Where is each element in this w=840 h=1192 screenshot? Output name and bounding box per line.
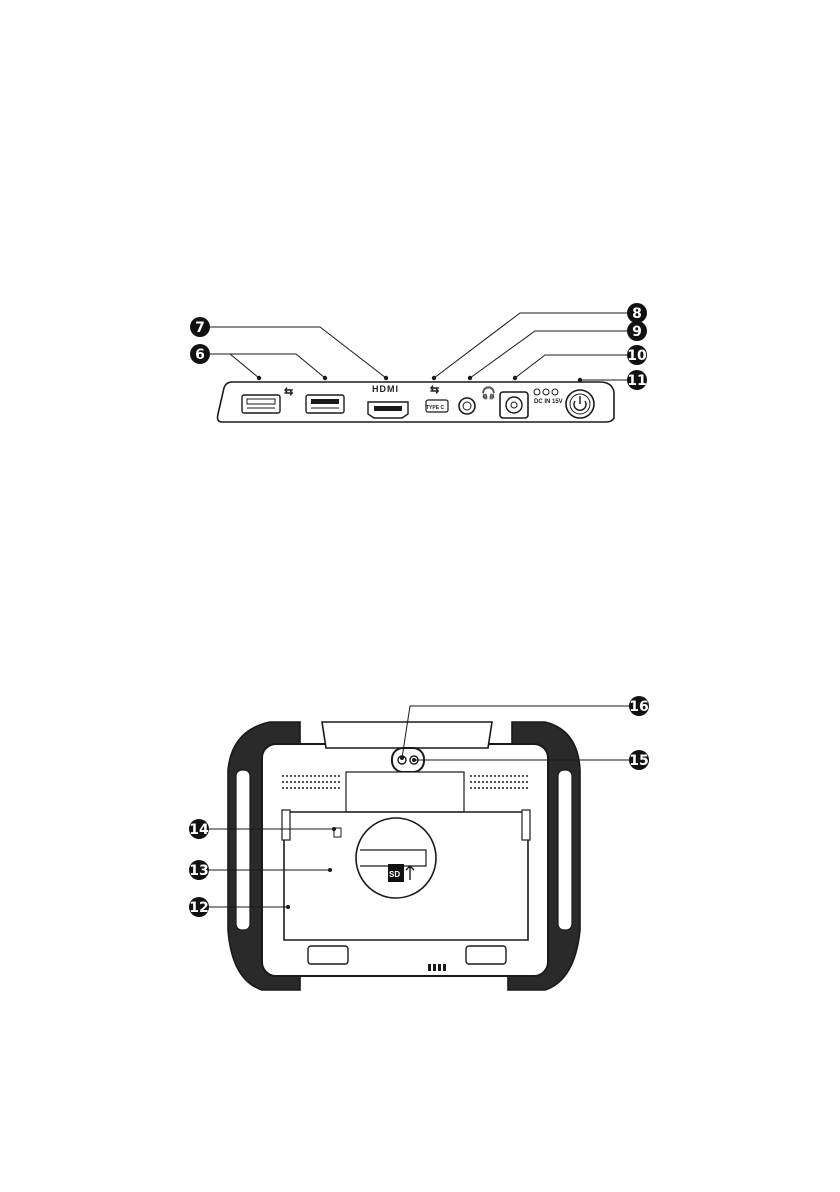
headphone-jack <box>459 398 475 414</box>
usb-icon-2: ⇆ <box>430 384 439 396</box>
svg-text:13: 13 <box>189 863 208 879</box>
svg-text:9: 9 <box>632 324 642 340</box>
svg-text:6: 6 <box>195 347 205 363</box>
svg-text:15: 15 <box>629 753 648 769</box>
bottom-foot-right <box>466 946 506 964</box>
dc-in-port <box>500 392 528 418</box>
callout-15: 15 <box>629 750 649 770</box>
hdmi-port <box>368 402 408 418</box>
callout-8: 8 <box>627 303 647 323</box>
svg-text:16: 16 <box>629 699 648 715</box>
left-grip <box>236 770 250 930</box>
svg-text:11: 11 <box>627 373 646 389</box>
usb-a-port-1 <box>242 395 280 413</box>
callout-12: 12 <box>189 897 209 917</box>
callout-14: 14 <box>189 819 209 839</box>
sd-card-detail: SD <box>356 818 436 898</box>
svg-text:7: 7 <box>195 320 205 336</box>
callout-10: 10 <box>627 345 647 365</box>
callout-11: 11 <box>627 370 647 390</box>
right-grip <box>558 770 572 930</box>
back-panel-diagram: SD 12 13 <box>189 696 649 990</box>
hdmi-label: HDMI <box>372 384 399 394</box>
usb-type-c-label: TYPE C <box>426 405 444 411</box>
svg-text:12: 12 <box>189 900 208 916</box>
svg-text:10: 10 <box>627 348 647 364</box>
usb-a-port-2 <box>306 395 344 413</box>
callout-6: 6 <box>190 344 210 364</box>
headphone-icon: 🎧 <box>481 386 496 400</box>
label-plate <box>346 772 464 812</box>
power-button <box>566 390 594 418</box>
svg-text:14: 14 <box>189 822 209 838</box>
top-ports-diagram: ⇆ HDMI ⇆ TYPE C 🎧 <box>190 303 647 422</box>
top-leader-lines <box>210 313 627 380</box>
callout-16: 16 <box>629 696 649 716</box>
callout-9: 9 <box>627 321 647 341</box>
bottom-foot-left <box>308 946 348 964</box>
callout-7: 7 <box>190 317 210 337</box>
usb-icon-1: ⇆ <box>284 386 293 398</box>
callout-13: 13 <box>189 860 209 880</box>
svg-text:8: 8 <box>632 306 642 322</box>
sd-label: SD <box>389 870 400 879</box>
dc-in-label: DC IN 15V <box>534 399 563 405</box>
